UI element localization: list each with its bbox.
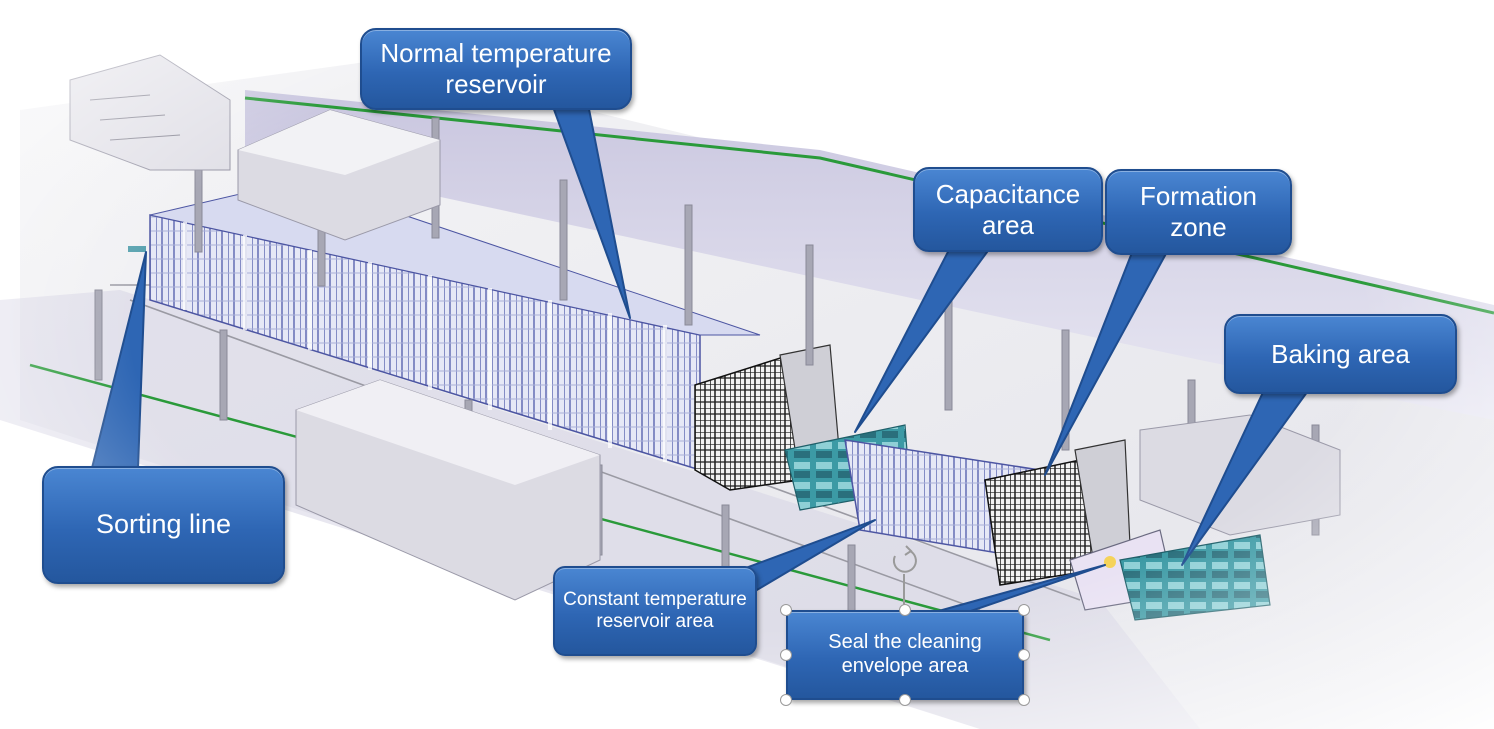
baking-area-callout: Baking area bbox=[1224, 314, 1457, 394]
constant-temperature-reservoir-label: Constant temperature reservoir area bbox=[563, 588, 747, 632]
capacitance-area-callout: Capacitance area bbox=[913, 167, 1103, 252]
normal-temperature-reservoir-label: Normal temperature reservoir bbox=[380, 38, 612, 99]
resize-handle-top-left[interactable] bbox=[780, 604, 792, 616]
capacitance-area-label: Capacitance area bbox=[935, 178, 1081, 240]
constant-temperature-reservoir-callout: Constant temperature reservoir area bbox=[553, 566, 757, 656]
formation-zone-label: Formation zone bbox=[1139, 181, 1258, 242]
resize-handle-middle-right[interactable] bbox=[1018, 649, 1030, 661]
sorting-line-callout: Sorting line bbox=[42, 466, 285, 584]
seal-cleaning-envelope-callout[interactable]: Seal the cleaning envelope area bbox=[786, 610, 1024, 700]
resize-handle-middle-left[interactable] bbox=[780, 649, 792, 661]
normal-temperature-reservoir-callout: Normal temperature reservoir bbox=[360, 28, 632, 110]
resize-handle-top-center[interactable] bbox=[899, 604, 911, 616]
resize-handle-bottom-center[interactable] bbox=[899, 694, 911, 706]
sorting-line-label: Sorting line bbox=[95, 509, 232, 540]
resize-handle-bottom-right[interactable] bbox=[1018, 694, 1030, 706]
baking-area-label: Baking area bbox=[1271, 338, 1410, 369]
resize-handle-bottom-left[interactable] bbox=[780, 694, 792, 706]
resize-handle-top-right[interactable] bbox=[1018, 604, 1030, 616]
formation-zone-callout: Formation zone bbox=[1105, 169, 1292, 255]
seal-cleaning-envelope-label: Seal the cleaning envelope area bbox=[828, 631, 982, 677]
